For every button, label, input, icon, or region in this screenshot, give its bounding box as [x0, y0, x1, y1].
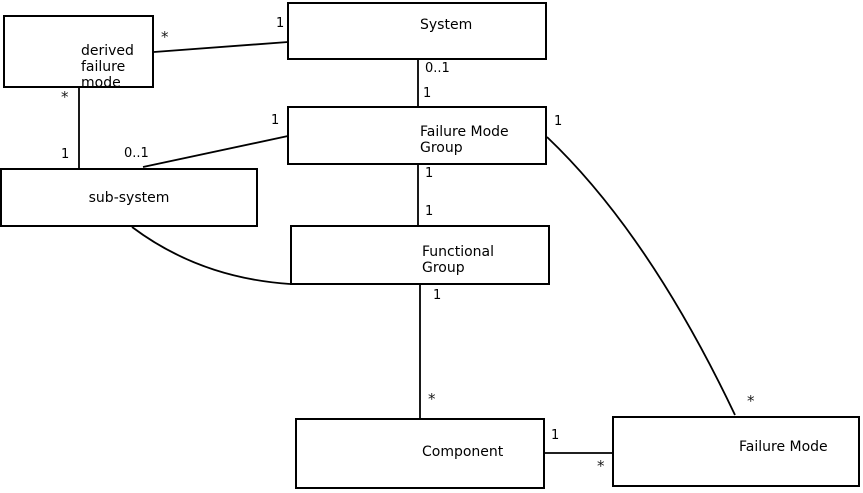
- multiplicity-label: 1: [554, 114, 563, 129]
- edge-fmgroup-failuremode: [546, 136, 736, 416]
- multiplicity-label: *: [597, 457, 605, 475]
- box-failure-mode: Failure Mode: [612, 416, 860, 487]
- multiplicity-label: 1: [433, 288, 442, 303]
- box-component-label: Component: [422, 444, 504, 460]
- box-functional-group: Functional Group: [290, 225, 550, 285]
- multiplicity-label: 1: [425, 166, 434, 181]
- box-derived-failure-mode: derived failure mode: [3, 15, 154, 91]
- edge-derived-system: [153, 41, 289, 53]
- multiplicity-label: 0..1: [124, 146, 149, 161]
- multiplicity-label: 0..1: [425, 61, 450, 76]
- multiplicity-label: 1: [271, 113, 280, 128]
- box-system: System: [287, 2, 547, 60]
- multiplicity-label: 1: [425, 204, 434, 219]
- edge-subsystem-fmgroup: [142, 135, 289, 168]
- multiplicity-label: 1: [551, 428, 560, 443]
- multiplicity-label: 1: [276, 16, 285, 31]
- multiplicity-label: *: [428, 390, 436, 408]
- multiplicity-label: 1: [423, 86, 432, 101]
- multiplicity-label: 1: [61, 147, 70, 162]
- multiplicity-label: *: [161, 28, 169, 46]
- box-derived-failure-mode-label: derived failure mode: [81, 43, 134, 91]
- multiplicity-label: *: [61, 88, 69, 106]
- box-failure-mode-group-label: Failure Mode Group: [420, 124, 509, 156]
- box-sub-system-label: sub-system: [88, 190, 170, 206]
- box-sub-system: sub-system: [0, 168, 258, 227]
- box-failure-mode-group: Failure Mode Group: [287, 106, 547, 165]
- edge-subsystem-fgroup: [131, 226, 291, 285]
- box-system-label: System: [420, 17, 473, 33]
- box-component: Component: [295, 418, 545, 489]
- box-functional-group-label: Functional Group: [422, 244, 495, 276]
- multiplicity-label: *: [747, 392, 755, 410]
- box-failure-mode-label: Failure Mode: [739, 439, 828, 455]
